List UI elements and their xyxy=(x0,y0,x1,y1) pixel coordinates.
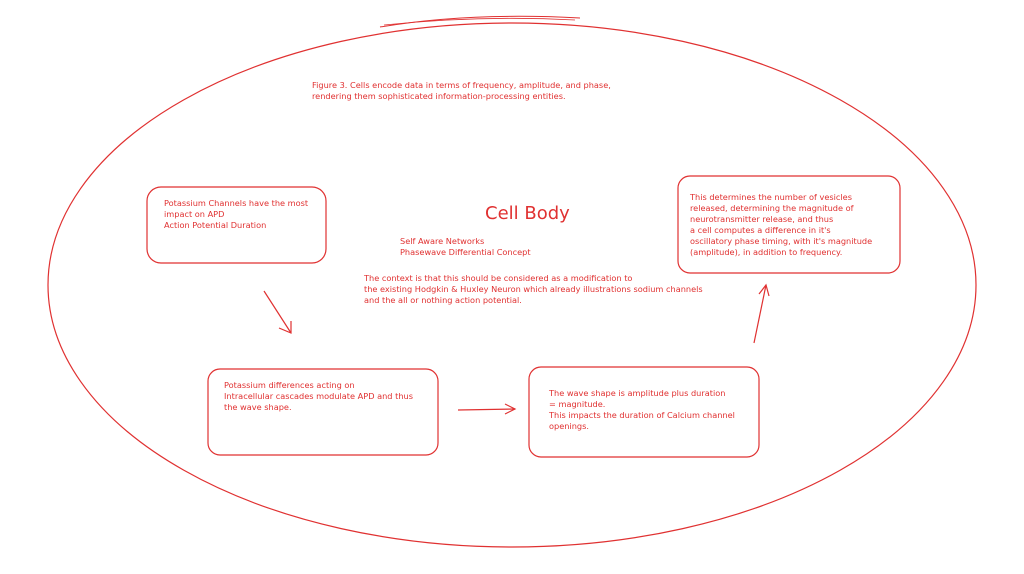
arrow-box1-to-box2 xyxy=(263,290,292,334)
cell-body-outline-sketch xyxy=(379,15,581,28)
box-vesicle-release-text: This determines the number of vesicles r… xyxy=(690,192,873,257)
cell-body-title: Cell Body xyxy=(485,203,570,224)
network-subtitle: Self Aware Networks Phasewave Differenti… xyxy=(400,236,531,257)
box-vesicle-release xyxy=(677,175,901,274)
box-potassium-channels-text: Potassium Channels have the most impact … xyxy=(164,198,309,230)
box-potassium-channels xyxy=(146,186,327,264)
arrow-box2-to-box3 xyxy=(457,403,517,415)
box-wave-shape xyxy=(528,366,760,458)
figure-caption: Figure 3. Cells encode data in terms of … xyxy=(312,80,611,101)
box-intracellular-cascades-text: Potassium differences acting on Intracel… xyxy=(224,380,413,412)
cell-body-outline-sketch-2 xyxy=(383,17,576,26)
context-note: The context is that this should be consi… xyxy=(364,273,703,305)
arrow-box3-to-box4 xyxy=(753,283,770,344)
box-intracellular-cascades xyxy=(207,368,439,456)
cell-body-outline xyxy=(47,22,977,548)
box-wave-shape-text: The wave shape is amplitude plus duratio… xyxy=(549,388,735,431)
